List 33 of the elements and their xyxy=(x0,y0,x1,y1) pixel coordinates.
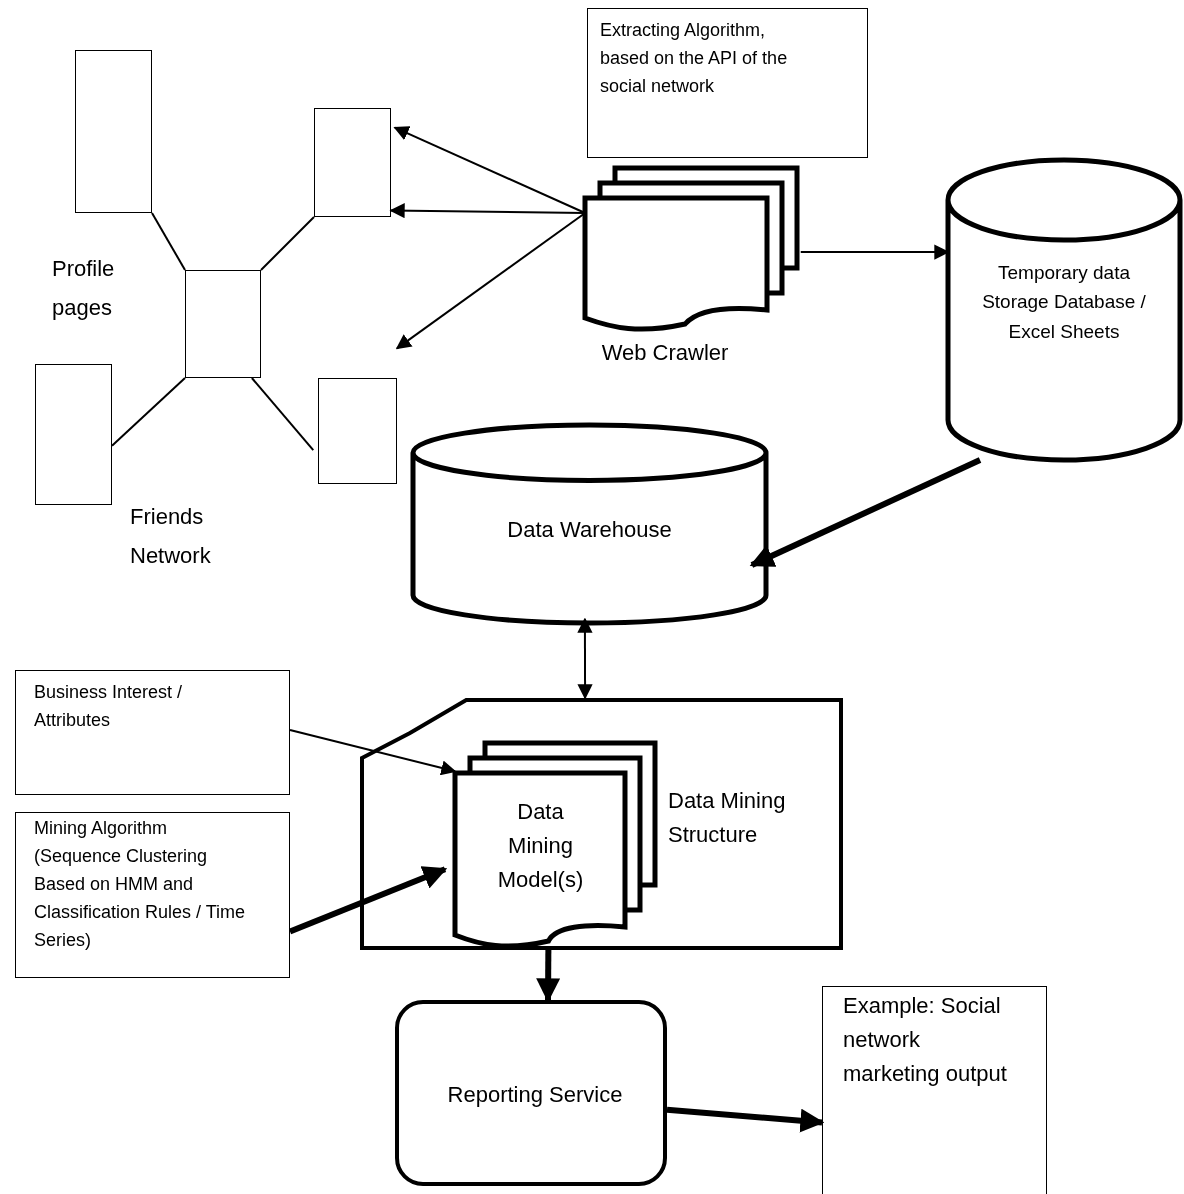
connector-line xyxy=(260,216,315,271)
arrow xyxy=(288,866,448,935)
arrow xyxy=(289,729,457,776)
connector-line xyxy=(250,377,315,452)
database-cylinder xyxy=(413,425,766,623)
profile-page-box xyxy=(75,50,152,213)
group-label: Friends Network xyxy=(130,503,212,570)
group-label: Profile pages xyxy=(52,255,116,322)
node-label: Example: Social network marketing output xyxy=(843,992,1008,1089)
node-label: Web Crawler xyxy=(600,339,730,367)
storage-cylinder xyxy=(948,160,1180,460)
service-box xyxy=(395,1000,667,1186)
connector-line xyxy=(151,212,186,271)
arrow xyxy=(666,1106,825,1133)
arrow xyxy=(536,949,561,1003)
arrow xyxy=(577,617,593,700)
input-box xyxy=(15,670,290,795)
input-box xyxy=(15,812,290,978)
node-label: Extracting Algorithm, based on the API of the social network xyxy=(600,19,789,98)
note-box xyxy=(587,8,868,158)
profile-page-box xyxy=(318,378,397,484)
node-label: Temporary data Storage Database / Excel Sheets xyxy=(981,261,1147,344)
node-label: Business Interest / Attributes xyxy=(34,681,184,732)
node-label: Data Mining Structure xyxy=(668,787,787,850)
output-box xyxy=(822,986,1047,1194)
arrow xyxy=(749,457,982,568)
profile-page-box xyxy=(35,364,112,505)
node-label: Mining Algorithm (Sequence Clustering Based on HMM and Classification Rules / Time Series) xyxy=(34,817,247,952)
profile-page-box xyxy=(314,108,391,217)
node-label: Reporting Service xyxy=(446,1081,624,1109)
node-label: Data Warehouse xyxy=(506,516,673,544)
profile-page-box xyxy=(185,270,261,378)
connector-line xyxy=(111,377,186,447)
